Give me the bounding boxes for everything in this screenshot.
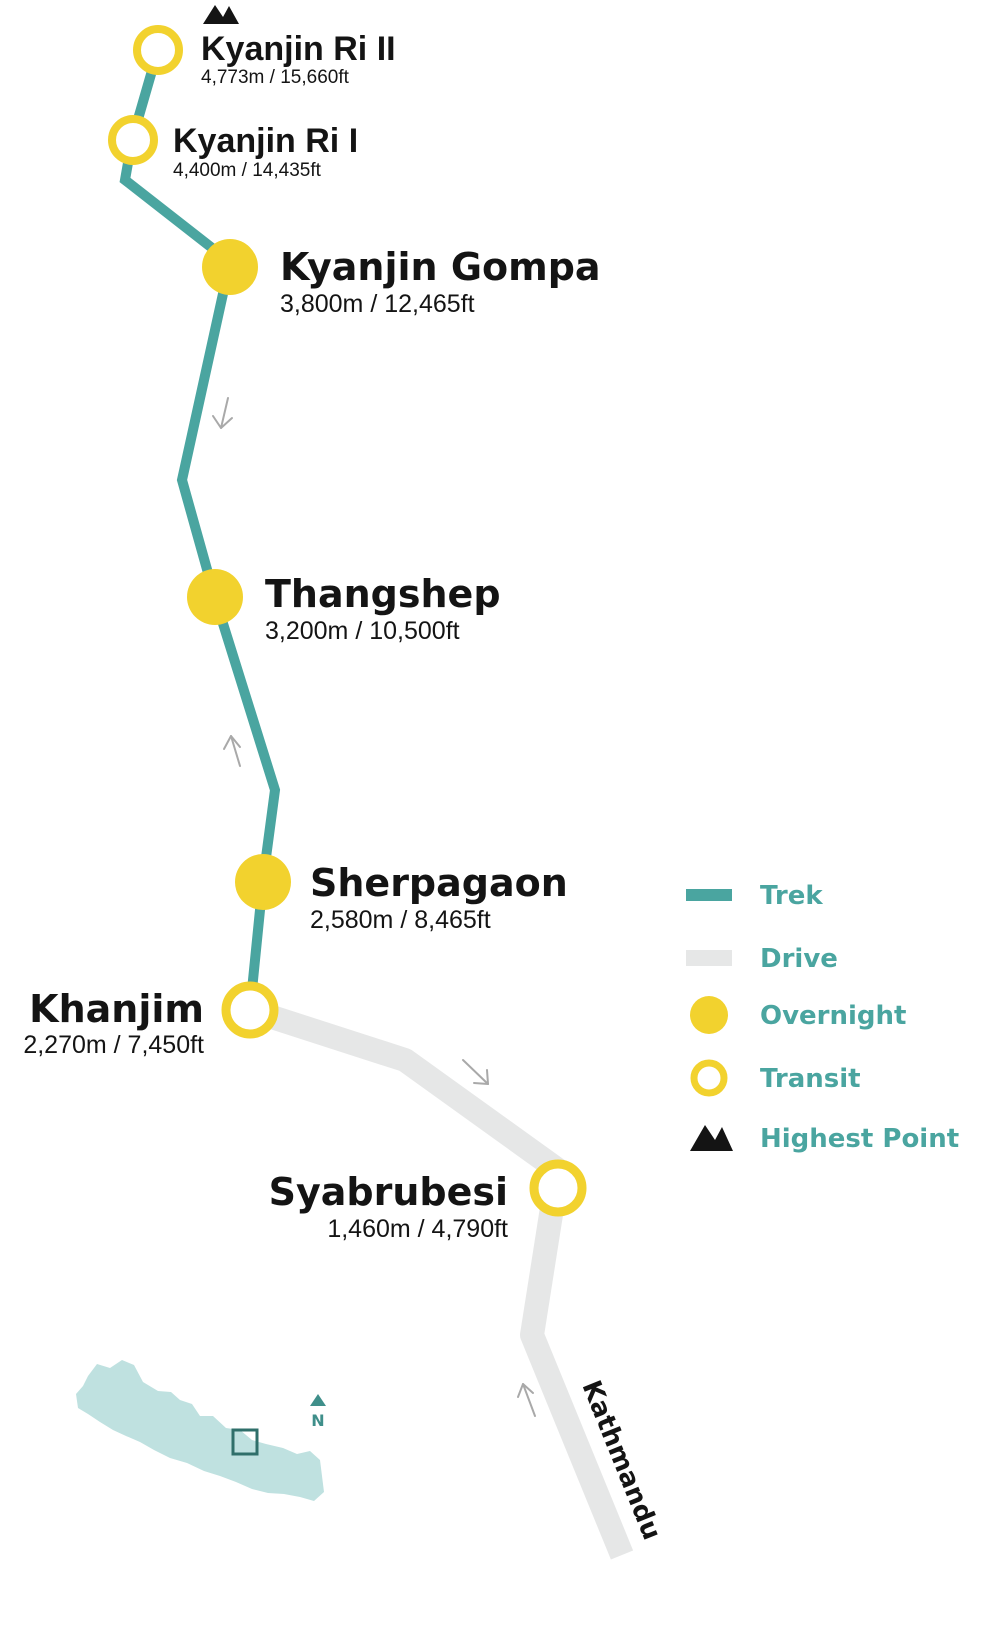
overnight-marker-sherpagaon bbox=[235, 854, 291, 910]
stop-name-kyanjin-ri-1: Kyanjin Ri I bbox=[173, 122, 358, 160]
direction-arrow-down bbox=[212, 397, 233, 429]
legend-transit-swatch bbox=[690, 1059, 728, 1097]
transit-marker-khanjim bbox=[221, 981, 279, 1039]
legend-trek-swatch bbox=[686, 889, 732, 901]
legend-overnight-label: Overnight bbox=[760, 1001, 906, 1031]
transit-marker-syabrubesi bbox=[529, 1159, 587, 1217]
inset-map: N bbox=[76, 1360, 326, 1501]
stop-elevation-khanjim: 2,270m / 7,450ft bbox=[23, 1031, 204, 1059]
stop-name-kyanjin-ri-2: Kyanjin Ri II bbox=[201, 30, 396, 68]
overnight-marker-thangshep bbox=[187, 569, 243, 625]
north-label: N bbox=[311, 1411, 324, 1430]
legend-overnight-swatch bbox=[690, 996, 728, 1034]
mountain-icon bbox=[203, 5, 239, 24]
stop-elevation-syabrubesi: 1,460m / 4,790ft bbox=[327, 1215, 508, 1243]
legend-drive-swatch bbox=[686, 950, 732, 966]
legend-trek-label: Trek bbox=[760, 881, 823, 911]
stop-elevation-kyanjin-ri-1: 4,400m / 14,435ft bbox=[173, 160, 322, 181]
legend: Trek Drive Overnight Transit Highest Poi… bbox=[686, 881, 959, 1154]
stop-elevation-sherpagaon: 2,580m / 8,465ft bbox=[310, 906, 491, 934]
transit-marker-kyanjin-ri-2 bbox=[133, 25, 183, 75]
legend-transit-label: Transit bbox=[760, 1064, 861, 1094]
overnight-marker-kyanjin-gompa bbox=[202, 239, 258, 295]
stop-elevation-kyanjin-gompa: 3,800m / 12,465ft bbox=[280, 290, 475, 318]
inset-country-shape bbox=[76, 1360, 324, 1501]
direction-arrow-up bbox=[223, 735, 241, 767]
legend-drive-label: Drive bbox=[760, 944, 838, 974]
transit-marker-kyanjin-ri-1 bbox=[108, 115, 158, 165]
stop-name-khanjim: Khanjim bbox=[29, 987, 204, 1031]
inset-region-marker bbox=[231, 1428, 259, 1456]
direction-arrow-up-left bbox=[517, 1383, 536, 1417]
stop-elevation-thangshep: 3,200m / 10,500ft bbox=[265, 617, 460, 645]
legend-highest-point-icon bbox=[690, 1125, 733, 1151]
stop-name-thangshep: Thangshep bbox=[265, 572, 501, 616]
north-arrow-icon bbox=[310, 1394, 326, 1406]
direction-arrow-down-right bbox=[462, 1059, 489, 1085]
stop-name-syabrubesi: Syabrubesi bbox=[269, 1170, 508, 1214]
legend-highest-point-label: Highest Point bbox=[760, 1124, 959, 1154]
stop-elevation-kyanjin-ri-2: 4,773m / 15,660ft bbox=[201, 67, 350, 88]
stop-name-sherpagaon: Sherpagaon bbox=[310, 861, 568, 905]
direction-arrows bbox=[212, 397, 536, 1417]
stop-name-kyanjin-gompa: Kyanjin Gompa bbox=[280, 245, 601, 289]
